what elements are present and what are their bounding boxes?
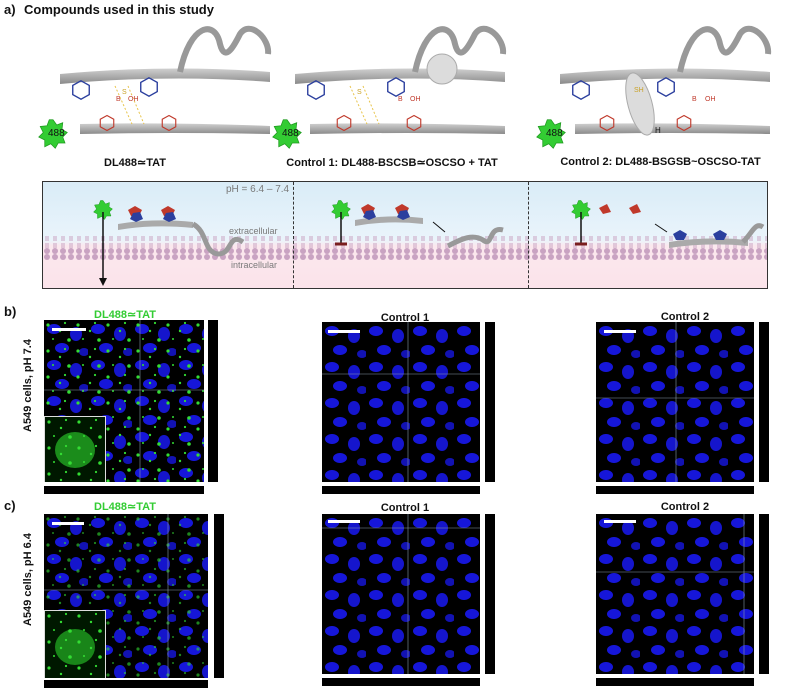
- chem-b-3: B: [692, 96, 697, 103]
- chem-s-2: S: [357, 89, 362, 96]
- panel-c-letter: c): [4, 498, 16, 513]
- intracellular-label: intracellular: [231, 260, 278, 270]
- chem-h: H: [655, 126, 661, 135]
- scale-bar: [328, 330, 360, 333]
- dye-label-2: 488: [282, 128, 299, 139]
- micrograph-c-1: [44, 514, 208, 678]
- chem-sh: SH: [634, 87, 644, 94]
- panel-b-title-2: Control 1: [380, 312, 430, 324]
- orthoview-bottom-c-3: [596, 678, 754, 686]
- scale-bar: [604, 330, 636, 333]
- orthoview-side-c-1: [214, 514, 224, 678]
- panel-c-title-3: Control 2: [660, 501, 710, 513]
- extracellular-label: extracellular: [229, 226, 278, 236]
- divider-1: [293, 182, 294, 288]
- orthoview-bottom-c-1: [44, 680, 208, 688]
- chem-b-1: B: [116, 96, 121, 103]
- panel-c-title-2: Control 1: [380, 502, 430, 514]
- scale-bar: [328, 520, 360, 523]
- panel-b-letter: b): [4, 304, 17, 319]
- panel-c-title-1: DL488≃TAT: [94, 501, 156, 513]
- orthoview-side-b-1: [208, 320, 218, 482]
- panel-b-title-3: Control 2: [660, 311, 710, 323]
- compound-3-graphic: [536, 25, 772, 149]
- chem-oh-3: OH: [705, 96, 716, 103]
- chem-s-1: S: [122, 89, 127, 96]
- divider-2: [528, 182, 529, 288]
- panel-a-letter: a): [4, 2, 16, 17]
- chem-b-2: B: [398, 96, 403, 103]
- orthoview-bottom-b-1: [44, 486, 204, 494]
- compound-2-graphic: [272, 25, 507, 149]
- micrograph-c-2: [322, 514, 480, 674]
- orthoview-side-b-2: [485, 322, 495, 482]
- panel-c-row-label: A549 cells, pH 6.4: [22, 533, 34, 626]
- micrograph-c-3: [596, 514, 754, 674]
- compound-2-caption: Control 1: DL488-BSCSB≃OSCSO + TAT: [286, 157, 498, 169]
- compound-illustrations: [38, 25, 772, 149]
- inset-zoom: [44, 416, 106, 482]
- chem-oh-1: OH: [128, 96, 139, 103]
- compound-1-caption: DL488≃TAT: [104, 157, 166, 169]
- micrograph-b-1: [44, 320, 204, 482]
- dye-label-3: 488: [546, 128, 563, 139]
- orthoview-side-c-3: [759, 514, 769, 674]
- compound-1-graphic: [38, 25, 272, 149]
- panel-b-title-1: DL488≃TAT: [94, 309, 156, 321]
- orthoview-bottom-c-2: [322, 678, 480, 686]
- inset-zoom: [44, 610, 106, 678]
- orthoview-bottom-b-3: [596, 486, 754, 494]
- ph-label: pH = 6.4 – 7.4: [226, 184, 290, 195]
- membrane-schematic: pH = 6.4 – 7.4 extracellular intracellul…: [42, 181, 768, 289]
- dye-label-1: 488: [48, 128, 65, 139]
- orthoview-bottom-b-2: [322, 486, 480, 494]
- scale-bar: [52, 522, 84, 525]
- micrograph-b-2: [322, 322, 480, 482]
- orthoview-side-b-3: [759, 322, 769, 482]
- scale-bar: [604, 520, 636, 523]
- micrograph-b-3: [596, 322, 754, 482]
- chem-oh-2: OH: [410, 96, 421, 103]
- panel-a-title: Compounds used in this study: [24, 2, 214, 17]
- panel-b-row-label: A549 cells, pH 7.4: [22, 339, 34, 432]
- orthoview-side-c-2: [485, 514, 495, 674]
- scale-bar: [52, 328, 86, 331]
- compound-3-caption: Control 2: DL488-BSGSB~OSCSO-TAT: [560, 156, 761, 168]
